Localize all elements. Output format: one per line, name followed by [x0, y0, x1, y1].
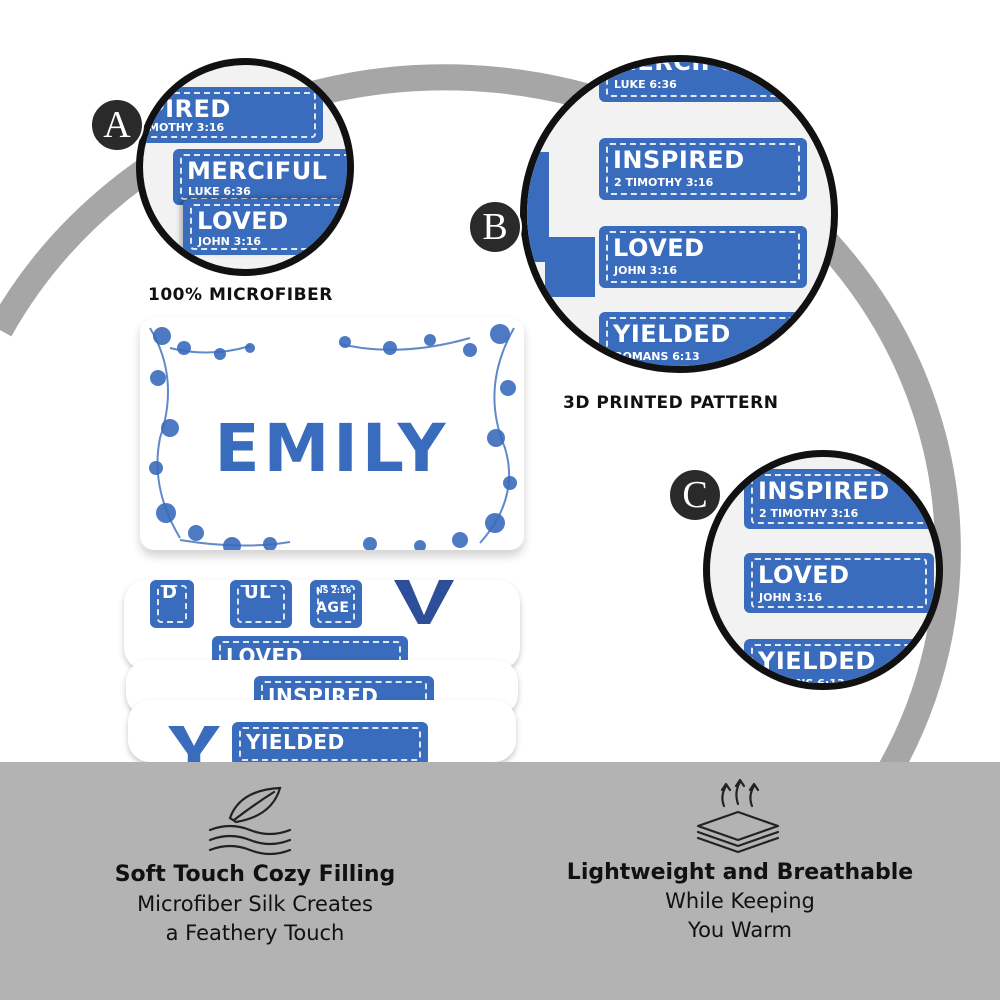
tag-ref: JOHN 3:16 — [198, 235, 262, 248]
label-b-badge: B — [468, 200, 522, 254]
comforter-tag-5: YIELDED — [232, 722, 428, 762]
zoom-b-blue-strip — [545, 237, 595, 297]
feather-icon — [208, 786, 292, 856]
caption-3d-pattern: 3D PRINTED PATTERN — [563, 393, 779, 413]
pillow-name: EMILY — [214, 410, 450, 487]
tag-word: MERCIFUL — [613, 55, 754, 76]
zoom-a-tag-3: LOVED JOHN 3:16 — [183, 199, 347, 255]
zoom-a-tag-2: MERCIFUL LUKE 6:36 — [173, 149, 347, 205]
tag-ref: LUKE 6:36 — [188, 185, 251, 198]
comforter-fold-3: YIELDED — [128, 700, 516, 762]
tag-word: INSPIRED — [613, 146, 745, 174]
tag-word: YIELDED — [758, 647, 876, 675]
caption-microfiber: 100% MICROFIBER — [148, 285, 333, 305]
tag-word: D — [162, 582, 178, 603]
zoom-c-tag-1: INSPIRED 2 TIMOTHY 3:16 — [744, 469, 934, 529]
tag-word: LOVED — [197, 207, 289, 235]
feature-2-title: Lightweight and Breathable — [566, 860, 914, 885]
tag-ref: JOHN 3:16 — [614, 264, 678, 277]
floral-border — [149, 324, 517, 550]
zoom-b-tag-3: LOVED JOHN 3:16 — [599, 226, 807, 288]
zoom-c-tag-3: YIELDED ROMANS 6:13 — [744, 639, 934, 690]
zoom-circle-a: PIRED MOTHY 3:16 MERCIFUL LUKE 6:36 LOVE… — [136, 58, 354, 276]
pillow: EMILY — [140, 318, 524, 550]
feature-1-line-2: a Feathery Touch — [165, 921, 345, 945]
comforter-tag-2: UL — [230, 580, 292, 628]
comforter-big-letter — [394, 580, 454, 624]
tag-ref: JOHN 3:16 — [759, 591, 823, 604]
feature-1-title: Soft Touch Cozy Filling — [114, 862, 396, 887]
tag-ref: MOTHY 3:16 — [148, 121, 225, 134]
zoom-b-tag-2: INSPIRED 2 TIMOTHY 3:16 — [599, 138, 807, 200]
zoom-b-tag-1: MERCIFUL LUKE 6:36 — [599, 55, 807, 102]
tag-ref: ROMANS 6:13 — [614, 350, 700, 363]
comforter-tag-1: D — [150, 580, 194, 628]
tag-word: UL — [244, 582, 272, 603]
zoom-b-blue-strip — [527, 152, 549, 262]
tag-ref: ROMANS 6:13 — [759, 677, 845, 690]
features-panel — [0, 762, 1000, 1000]
tag-word: MERCIFUL — [187, 157, 328, 185]
zoom-circle-c: INSPIRED 2 TIMOTHY 3:16 LOVED JOHN 3:16 … — [703, 450, 943, 690]
tag-word: PIRED — [147, 95, 231, 123]
zoom-a-tag-1: PIRED MOTHY 3:16 — [143, 87, 323, 143]
feature-1-line-1: Microfiber Silk Creates — [137, 892, 373, 916]
side-ref: NS 2:16 — [316, 586, 352, 595]
tag-ref: LUKE 6:36 — [614, 78, 677, 91]
side-word: AGE — [316, 600, 350, 616]
tag-word: YIELDED — [613, 320, 731, 348]
tag-word: YIELDED — [246, 730, 345, 754]
tag-word: LOVED — [613, 234, 705, 262]
feature-2-line-2: You Warm — [688, 918, 792, 942]
zoom-b-tag-4: YIELDED ROMANS 6:13 — [599, 312, 807, 366]
tag-word: LOVED — [758, 561, 850, 589]
zoom-circle-b: MERCIFUL LUKE 6:36 INSPIRED 2 TIMOTHY 3:… — [520, 55, 838, 373]
zoom-c-tag-2: LOVED JOHN 3:16 — [744, 553, 934, 613]
label-a-badge: A — [90, 98, 144, 152]
label-c-badge: C — [668, 468, 722, 522]
comforter-big-letter — [168, 726, 220, 762]
tag-word: INSPIRED — [758, 477, 890, 505]
breathable-layers-icon — [696, 778, 780, 854]
tag-ref: 2 TIMOTHY 3:16 — [759, 507, 859, 520]
tag-ref: 2 TIMOTHY 3:16 — [614, 176, 714, 189]
feature-2-line-1: While Keeping — [665, 889, 815, 913]
